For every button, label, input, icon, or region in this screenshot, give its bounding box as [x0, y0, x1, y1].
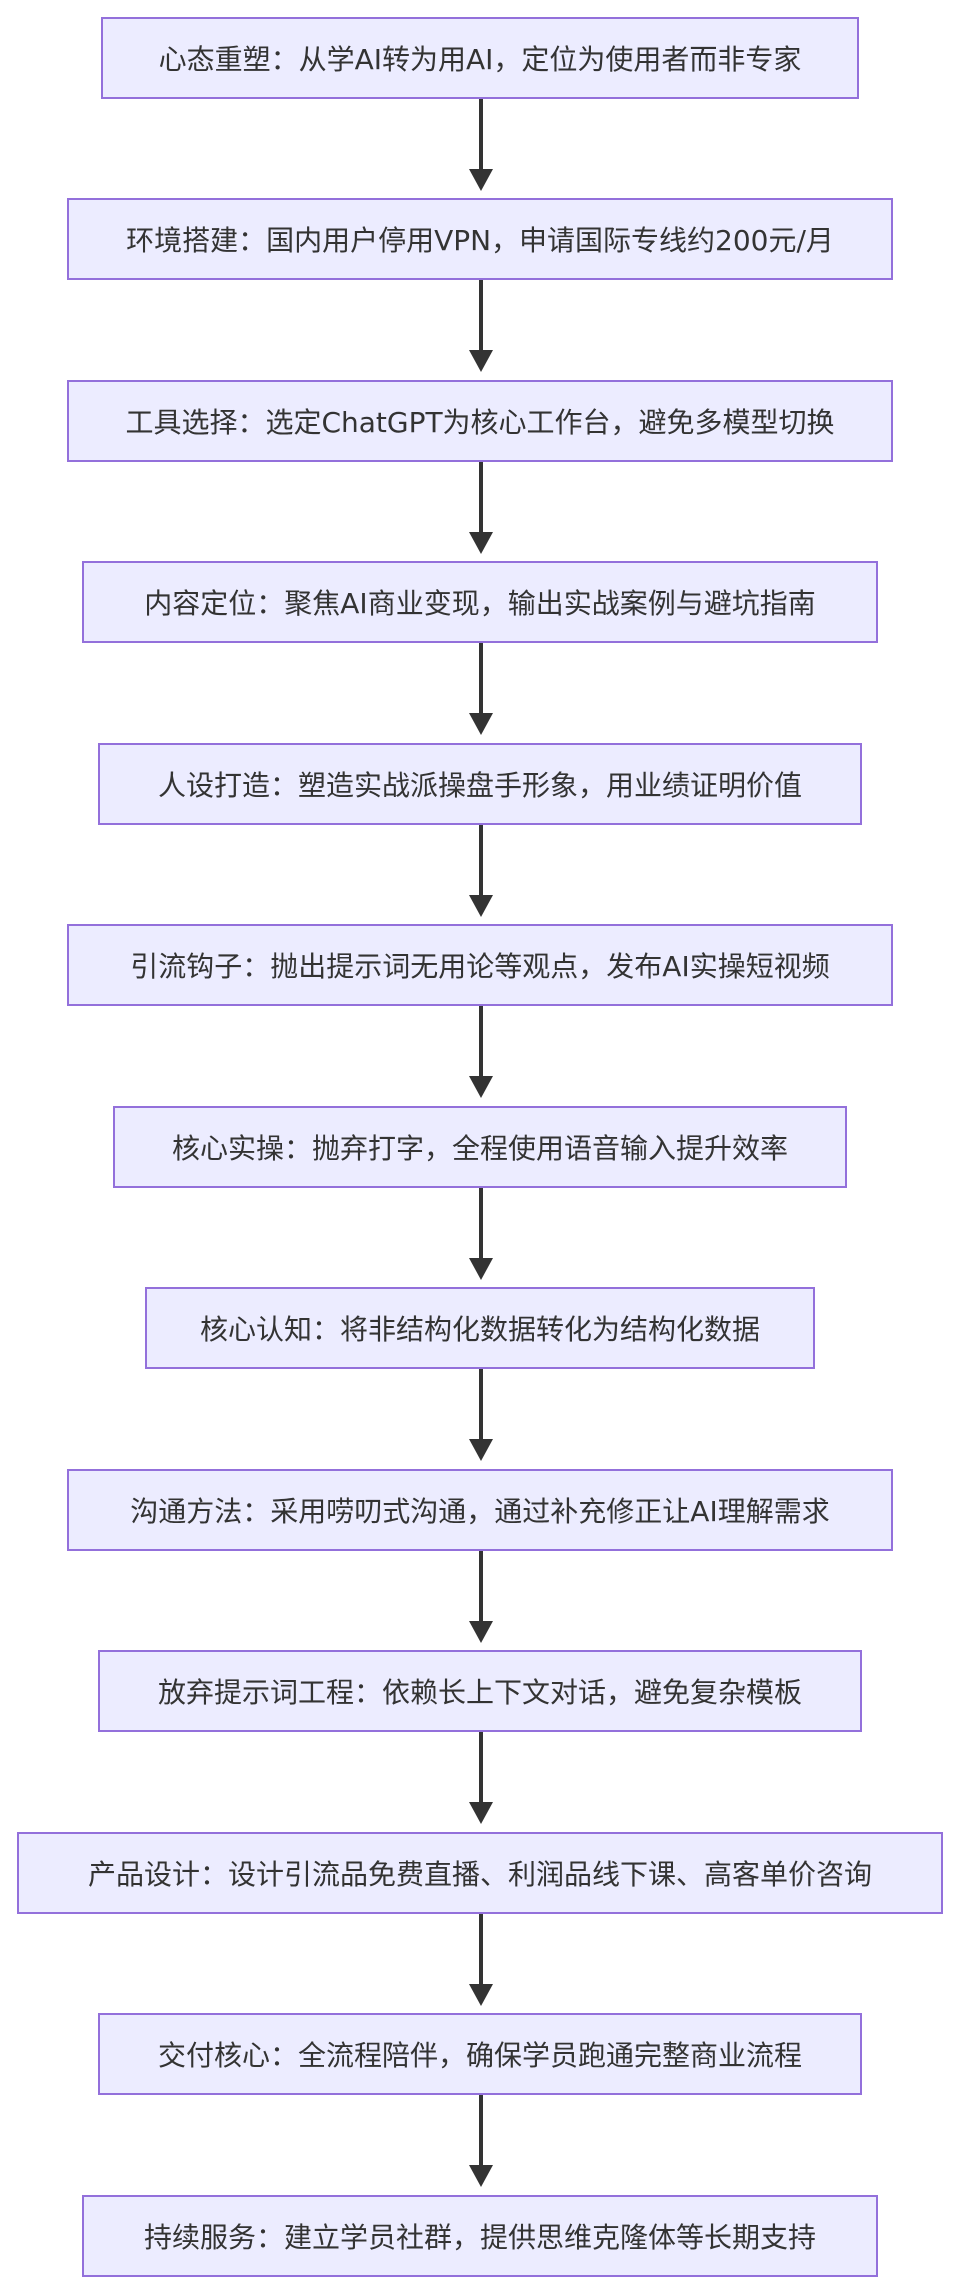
arrowhead-10-11: [469, 1802, 493, 1824]
edge-12-13: [479, 2095, 483, 2165]
arrowhead-9-10: [469, 1621, 493, 1643]
node-label: 交付核心：全流程陪伴，确保学员跑通完整商业流程: [157, 2039, 802, 2072]
arrowhead-5-6: [469, 895, 493, 917]
node-content-positioning: 内容定位：聚焦AI商业变现，输出实战案例与避坑指南: [82, 561, 878, 643]
node-label: 人设打造：塑造实战派操盘手形象，用业绩证明价值: [157, 769, 802, 802]
node-label: 放弃提示词工程：依赖长上下文对话，避免复杂模板: [157, 1676, 802, 1709]
node-label: 工具选择：选定ChatGPT为核心工作台，避免多模型切换: [125, 406, 835, 439]
edge-6-7: [479, 1006, 483, 1076]
arrowhead-1-2: [469, 169, 493, 191]
edge-9-10: [479, 1551, 483, 1621]
node-label: 沟通方法：采用唠叨式沟通，通过补充修正让AI理解需求: [130, 1495, 830, 1528]
arrowhead-8-9: [469, 1439, 493, 1461]
node-label: 核心实操：抛弃打字，全程使用语音输入提升效率: [171, 1132, 788, 1165]
node-label: 核心认知：将非结构化数据转化为结构化数据: [199, 1313, 760, 1346]
arrowhead-11-12: [469, 1984, 493, 2006]
node-communication: 沟通方法：采用唠叨式沟通，通过补充修正让AI理解需求: [67, 1469, 893, 1551]
arrowhead-7-8: [469, 1258, 493, 1280]
arrowhead-12-13: [469, 2165, 493, 2187]
node-tool-selection: 工具选择：选定ChatGPT为核心工作台，避免多模型切换: [67, 380, 893, 462]
node-label: 心态重塑：从学AI转为用AI，定位为使用者而非专家: [158, 43, 802, 76]
edge-8-9: [479, 1369, 483, 1439]
arrowhead-4-5: [469, 713, 493, 735]
arrowhead-2-3: [469, 350, 493, 372]
node-product-design: 产品设计：设计引流品免费直播、利润品线下课、高客单价咨询: [17, 1832, 943, 1914]
edge-2-3: [479, 280, 483, 350]
node-label: 引流钩子：抛出提示词无用论等观点，发布AI实操短视频: [130, 950, 830, 983]
node-core-cognition: 核心认知：将非结构化数据转化为结构化数据: [145, 1287, 815, 1369]
node-environment: 环境搭建：国内用户停用VPN，申请国际专线约200元/月: [67, 198, 893, 280]
arrowhead-6-7: [469, 1076, 493, 1098]
node-label: 环境搭建：国内用户停用VPN，申请国际专线约200元/月: [126, 224, 834, 257]
node-abandon-prompt-engineering: 放弃提示词工程：依赖长上下文对话，避免复杂模板: [98, 1650, 862, 1732]
node-mindset: 心态重塑：从学AI转为用AI，定位为使用者而非专家: [101, 17, 859, 99]
node-traffic-hook: 引流钩子：抛出提示词无用论等观点，发布AI实操短视频: [67, 924, 893, 1006]
edge-11-12: [479, 1914, 483, 1984]
node-delivery-core: 交付核心：全流程陪伴，确保学员跑通完整商业流程: [98, 2013, 862, 2095]
node-persona: 人设打造：塑造实战派操盘手形象，用业绩证明价值: [98, 743, 862, 825]
node-label: 持续服务：建立学员社群，提供思维克隆体等长期支持: [143, 2221, 816, 2254]
edge-7-8: [479, 1188, 483, 1258]
edge-10-11: [479, 1732, 483, 1802]
node-label: 内容定位：聚焦AI商业变现，输出实战案例与避坑指南: [144, 587, 816, 620]
edge-3-4: [479, 462, 483, 532]
edge-4-5: [479, 643, 483, 713]
node-ongoing-service: 持续服务：建立学员社群，提供思维克隆体等长期支持: [82, 2195, 878, 2277]
edge-5-6: [479, 825, 483, 895]
node-core-practice: 核心实操：抛弃打字，全程使用语音输入提升效率: [113, 1106, 847, 1188]
edge-1-2: [479, 99, 483, 169]
node-label: 产品设计：设计引流品免费直播、利润品线下课、高客单价咨询: [87, 1858, 872, 1891]
arrowhead-3-4: [469, 532, 493, 554]
